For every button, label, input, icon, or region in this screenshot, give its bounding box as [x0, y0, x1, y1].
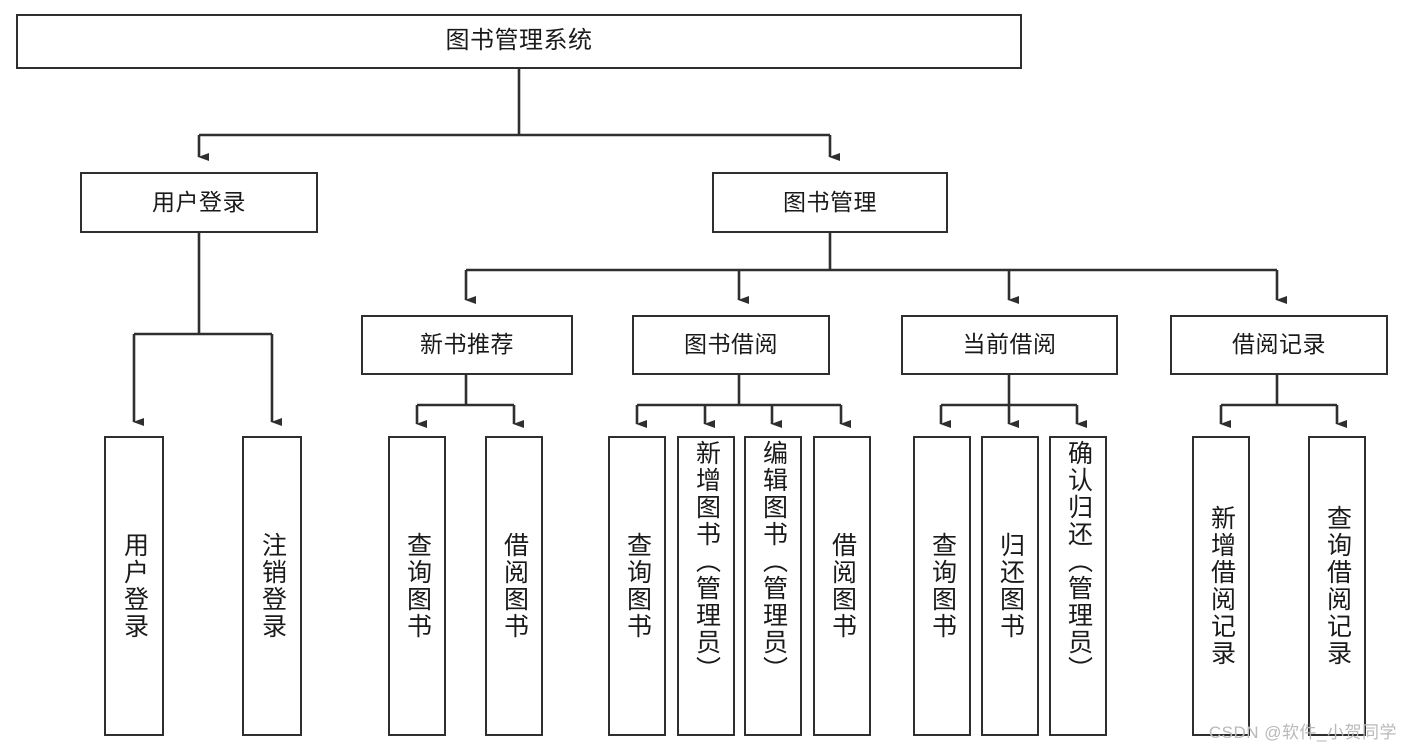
node-label: 当前借阅 [962, 331, 1057, 358]
node-borrow-record[interactable]: 借阅记录 [1170, 315, 1388, 375]
node-leaf-query-book-current[interactable]: 查询图书 [913, 436, 971, 736]
node-label: 图书借阅 [684, 331, 778, 358]
node-root-book-management-system[interactable]: 图书管理系统 [16, 14, 1022, 69]
node-leaf-user-logout[interactable]: 注销登录 [242, 436, 302, 736]
node-label: 确认归还（管理员） [1064, 440, 1093, 683]
node-label: 图书管理 [783, 188, 877, 215]
node-label: 用户登录 [152, 188, 246, 215]
node-label: 用户登录 [120, 532, 149, 640]
node-leaf-add-borrow-record[interactable]: 新增借阅记录 [1192, 436, 1250, 736]
node-new-book-recommend[interactable]: 新书推荐 [361, 315, 573, 375]
node-leaf-confirm-return-admin[interactable]: 确认归还（管理员） [1049, 436, 1107, 736]
node-label: 查询图书 [928, 532, 957, 640]
node-leaf-edit-book-admin[interactable]: 编辑图书（管理员） [744, 436, 802, 736]
node-book-management[interactable]: 图书管理 [712, 172, 948, 233]
node-current-borrow[interactable]: 当前借阅 [901, 315, 1118, 375]
node-leaf-query-book-recommend[interactable]: 查询图书 [388, 436, 446, 736]
node-label: 借阅图书 [500, 532, 529, 640]
node-user-login[interactable]: 用户登录 [80, 172, 318, 233]
node-leaf-query-borrow-record[interactable]: 查询借阅记录 [1308, 436, 1366, 736]
node-label: 新增借阅记录 [1207, 505, 1236, 667]
node-leaf-user-login[interactable]: 用户登录 [104, 436, 164, 736]
node-label: 查询图书 [623, 532, 652, 640]
node-leaf-return-book[interactable]: 归还图书 [981, 436, 1039, 736]
node-label: 查询图书 [403, 532, 432, 640]
node-leaf-add-book-admin[interactable]: 新增图书（管理员） [677, 436, 735, 736]
node-label: 借阅记录 [1232, 331, 1326, 358]
node-label: 注销登录 [258, 532, 287, 640]
node-label: 查询借阅记录 [1323, 505, 1352, 667]
node-leaf-query-book-borrow[interactable]: 查询图书 [608, 436, 666, 736]
node-book-borrow[interactable]: 图书借阅 [632, 315, 830, 375]
node-label: 借阅图书 [828, 532, 857, 640]
node-leaf-borrow-book[interactable]: 借阅图书 [813, 436, 871, 736]
node-label: 新书推荐 [420, 331, 514, 358]
node-label: 归还图书 [996, 532, 1025, 640]
node-label: 新增图书（管理员） [692, 440, 721, 683]
node-leaf-borrow-book-recommend[interactable]: 借阅图书 [485, 436, 543, 736]
csdn-watermark: CSDN @软件_小贺同学 [1208, 723, 1397, 742]
node-label: 图书管理系统 [445, 27, 593, 55]
node-label: 编辑图书（管理员） [759, 440, 788, 683]
